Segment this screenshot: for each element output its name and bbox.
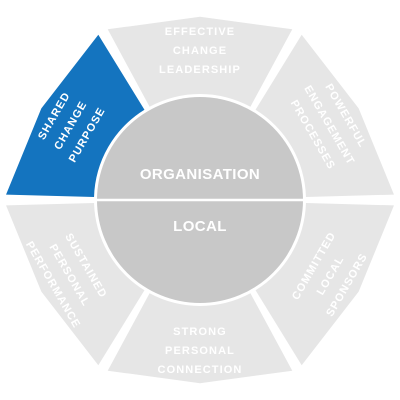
segment-strong-personal-connection[interactable] [107,293,293,384]
segment-label-line: PERSONAL [165,345,235,357]
segment-sustained-personal-performance[interactable] [6,202,145,366]
segment-label-line: STRONG [173,326,227,338]
segment-label-line: LEADERSHIP [159,64,241,76]
segment-label-line: CONNECTION [158,364,243,376]
hub-label-organisation: ORGANISATION [140,166,260,183]
wheel-segments [6,16,394,384]
hub-label-local: LOCAL [173,218,227,235]
label-strong-personal-connection: STRONG PERSONAL CONNECTION [158,326,243,376]
wheel-hub: ORGANISATION LOCAL [96,97,304,303]
segment-shared-change-purpose[interactable] [6,34,145,198]
label-effective-change-leadership: EFFECTIVE CHANGE LEADERSHIP [159,26,241,76]
segment-label-line: EFFECTIVE [165,26,235,38]
segment-label-line: CHANGE [173,45,227,57]
segment-committed-local-sponsors[interactable] [255,202,394,366]
segment-effective-change-leadership[interactable] [107,16,293,107]
segment-powerful-engagement-processes[interactable] [255,34,394,198]
